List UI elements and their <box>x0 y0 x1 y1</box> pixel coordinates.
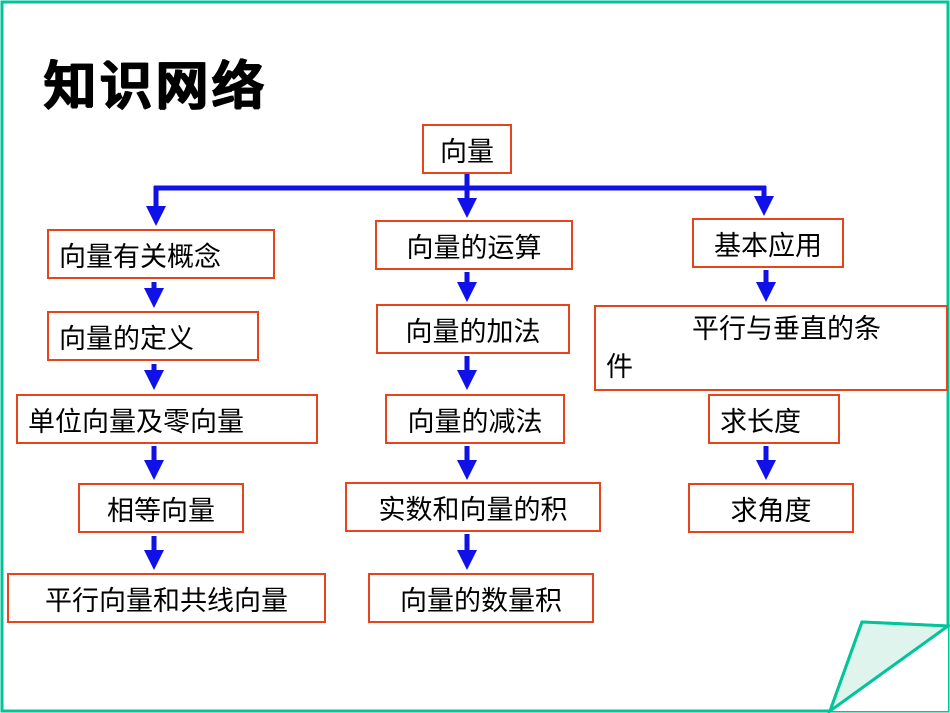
node-label: 实数和向量的积 <box>378 494 568 526</box>
node-definition: 向量的定义 <box>47 311 259 361</box>
node-label: 向量有关概念 <box>59 241 221 273</box>
node-parallel-collinear: 平行向量和共线向量 <box>7 573 326 623</box>
node-angle: 求角度 <box>688 483 854 533</box>
node-root: 向量 <box>422 124 512 174</box>
page-title: 知识网络 <box>44 57 269 117</box>
node-concepts: 向量有关概念 <box>47 229 275 279</box>
node-root-label: 向量 <box>440 136 494 168</box>
node-label: 基本应用 <box>714 230 822 262</box>
node-label: 单位向量及零向量 <box>28 406 244 438</box>
node-unit-zero-vector: 单位向量及零向量 <box>16 394 318 444</box>
node-addition: 向量的加法 <box>376 304 570 354</box>
node-label-line2: 件 <box>606 352 633 383</box>
node-label: 向量的运算 <box>406 232 542 264</box>
node-subtraction: 向量的减法 <box>385 394 565 444</box>
node-operations: 向量的运算 <box>375 220 573 270</box>
node-label: 向量的定义 <box>59 323 194 355</box>
node-equal-vectors: 相等向量 <box>78 483 244 533</box>
node-label: 向量的减法 <box>407 406 543 438</box>
node-label: 求角度 <box>730 495 812 527</box>
node-label-line1: 平行与垂直的条 <box>692 314 881 345</box>
node-scalar-product: 实数和向量的积 <box>345 482 601 532</box>
node-label: 向量的加法 <box>405 316 541 348</box>
node-applications: 基本应用 <box>692 218 844 268</box>
node-dot-product: 向量的数量积 <box>368 573 594 623</box>
node-parallel-perpendicular-conditions: 平行与垂直的条 件 <box>594 305 948 391</box>
node-length: 求长度 <box>708 394 840 444</box>
node-label: 求长度 <box>720 406 801 438</box>
node-label: 向量的数量积 <box>400 585 562 617</box>
node-label: 相等向量 <box>107 495 215 527</box>
node-label: 平行向量和共线向量 <box>45 585 288 617</box>
